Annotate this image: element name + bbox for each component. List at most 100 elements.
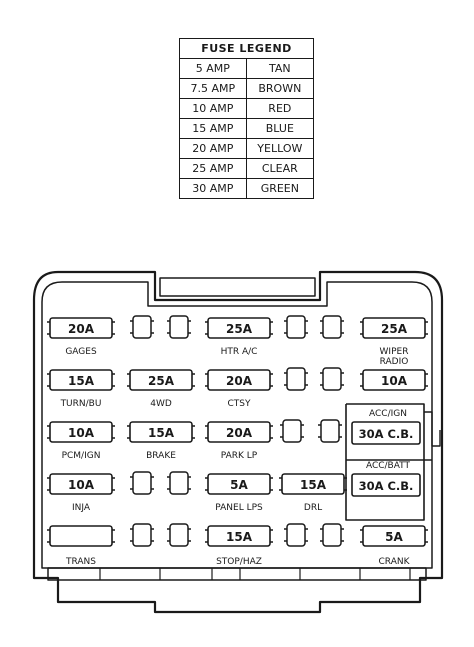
legend-color: YELLOW	[245, 138, 315, 159]
breaker-label: ACC/BATT	[366, 461, 411, 471]
fuse-body	[49, 421, 113, 443]
breaker-rating: 30A C.B.	[359, 427, 414, 441]
breaker-body	[351, 421, 421, 445]
fuse-body	[362, 525, 426, 547]
legend-amp: 30 AMP	[179, 178, 247, 199]
fuse-body	[281, 473, 345, 495]
fuse-rating: 15A	[226, 530, 253, 544]
legend-amp: 5 AMP	[179, 58, 247, 79]
fuse-block-bottom-rail	[47, 567, 427, 581]
fuse-body	[49, 369, 113, 391]
legend-color: GREEN	[245, 178, 315, 199]
breaker-clip	[424, 411, 441, 447]
fuse-label: PANEL LPS	[215, 503, 263, 513]
fuse-cavity	[320, 315, 344, 339]
fuse-rating: 15A	[148, 426, 175, 440]
fuse-body	[207, 473, 271, 495]
fuse-body	[207, 421, 271, 443]
fuse-rating: 25A	[226, 322, 253, 336]
circuit-breaker: ACC/BATT 30A C.B.	[351, 461, 421, 497]
fuse-rating: 25A	[148, 374, 175, 388]
fuse-rating: 15A	[68, 374, 95, 388]
fuse-cavity	[280, 419, 304, 443]
fuse-rating: 10A	[68, 478, 95, 492]
fuse-cavities	[130, 315, 344, 547]
fuse-rating: 20A	[226, 374, 253, 388]
fuse-body	[362, 369, 426, 391]
fuse-label: TURN/BU	[60, 399, 102, 409]
fuse-slot: 25A 4WD	[127, 369, 195, 409]
fuse-slot: 5A CRANK	[360, 525, 428, 567]
legend-row: 15 AMP BLUE	[179, 118, 315, 139]
fuse-slot: 10A PCM/IGN	[47, 421, 115, 461]
fuse-slot: 15A BRAKE	[127, 421, 195, 461]
fuse-slot: 5A PANEL LPS	[205, 473, 273, 513]
fuse-cavity	[167, 523, 191, 547]
fuse-legend-table: FUSE LEGEND 5 AMP TAN 7.5 AMP BROWN 10 A…	[179, 38, 315, 199]
legend-row: 30 AMP GREEN	[179, 178, 315, 199]
fuse-slot: 10A RADIO	[360, 357, 428, 391]
fuse-rating: 15A	[300, 478, 327, 492]
fuse-block-housing	[32, 270, 444, 614]
bottom-rail-ticks	[99, 568, 411, 580]
fuse-slot: TRANS	[47, 525, 115, 567]
fuse-label: CTSY	[228, 399, 251, 409]
fuse-label: BRAKE	[146, 451, 176, 461]
circuit-breaker: ACC/IGN 30A C.B.	[351, 409, 421, 445]
legend-color: BROWN	[245, 78, 315, 99]
fuse-slot: 25A WIPER	[360, 317, 428, 357]
legend-amp: 10 AMP	[179, 98, 247, 119]
breaker-body	[351, 473, 421, 497]
fuse-cavity	[284, 367, 308, 391]
fuse-cavity	[284, 315, 308, 339]
fuse-rating: 25A	[381, 322, 408, 336]
fuse-cavity	[130, 315, 154, 339]
fuse-rating: 5A	[230, 478, 248, 492]
legend-row: 20 AMP YELLOW	[179, 138, 315, 159]
fuse-block-inner-border	[41, 281, 433, 569]
fuse-rating: 5A	[385, 530, 403, 544]
fuse-slot: 15A TURN/BU	[47, 369, 115, 409]
breaker-rating: 30A C.B.	[359, 479, 414, 493]
legend-row: 5 AMP TAN	[179, 58, 315, 79]
fuse-body	[129, 369, 193, 391]
fuse-label: WIPER	[380, 347, 409, 357]
fuse-body	[207, 525, 271, 547]
fuse-rating: 10A	[381, 374, 408, 388]
fuse-label: TRANS	[65, 557, 96, 567]
legend-row: 25 AMP CLEAR	[179, 158, 315, 179]
fuse-slot: 20A CTSY	[205, 369, 273, 409]
breaker-label: ACC/IGN	[369, 409, 407, 419]
fuse-label: DRL	[304, 503, 322, 513]
fuse-cavity	[318, 419, 342, 443]
legend-amp: 20 AMP	[179, 138, 247, 159]
fuse-slot: 15A STOP/HAZ	[205, 525, 273, 567]
fuse-rating: 10A	[68, 426, 95, 440]
fuse-body	[207, 317, 271, 339]
fuse-body	[49, 317, 113, 339]
fuse-cavity	[167, 315, 191, 339]
fuse-cavity	[320, 367, 344, 391]
fuse-label: STOP/HAZ	[216, 557, 262, 567]
fuse-label: CRANK	[379, 557, 411, 567]
fuse-label: RADIO	[380, 357, 409, 367]
legend-color: CLEAR	[245, 158, 315, 179]
fuse-rating: 20A	[226, 426, 253, 440]
fuse-cavity	[130, 523, 154, 547]
fuse-label: GAGES	[65, 347, 97, 357]
fuse-label: 4WD	[150, 399, 172, 409]
fuse-body	[362, 317, 426, 339]
fuse-cavity	[130, 471, 154, 495]
fuse-body	[49, 473, 113, 495]
legend-row: 7.5 AMP BROWN	[179, 78, 315, 99]
fuse-block-top-notch	[159, 277, 316, 297]
fuse-label: PCM/IGN	[62, 451, 101, 461]
fuse-slot: 15A DRL	[279, 473, 347, 513]
fuse-body	[49, 525, 113, 547]
